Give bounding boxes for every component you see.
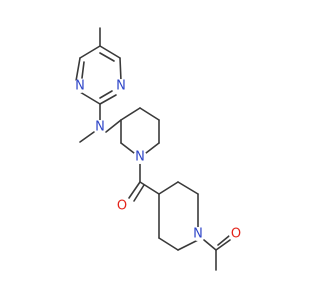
bond-c4-c5-inner: [99, 52, 115, 62]
bond-c4-c5: [99, 45, 121, 59]
carbonyl-o-label: O: [117, 199, 127, 214]
bond-carbonyl-o: [128, 181, 141, 199]
bond-pa-c3-c4: [120, 107, 141, 121]
bond-pb-n1-c6: [177, 239, 199, 251]
bond-pa-c4-c5: [139, 107, 160, 121]
piperidine-b-n-label: N: [193, 227, 203, 242]
bond-pb-c6-c5: [158, 237, 179, 251]
bond-layer: [75, 27, 231, 271]
bond-c5-c6: [79, 45, 101, 59]
piperidine-a-n-atom: N: [133, 150, 147, 165]
pyrimidine-n3-label: N: [116, 79, 126, 94]
bond-n3-c4: [119, 57, 122, 82]
pyrimidine-n1-atom: N: [73, 79, 87, 94]
bond-pa-n1-c2: [120, 142, 135, 154]
bond-pb-n1-acetyl: [203, 239, 217, 251]
bond-pb-c3-c2: [177, 181, 199, 195]
pyrimidine-n3-atom: N: [114, 79, 128, 94]
bond-c2-n3: [99, 94, 117, 105]
atom-label-layer: N N N N O N O: [73, 79, 243, 242]
amine-n-atom: N: [93, 120, 107, 135]
bond-amine-n-c3: [105, 119, 122, 133]
molecule-structure-diagram: N N N N O N O: [73, 27, 243, 271]
bond-pb-c4-c3: [158, 181, 179, 195]
bond-pa-c6-n1: [145, 142, 160, 154]
bond-carbonyl-o-second: [133, 184, 145, 202]
acetyl-o-label: O: [231, 227, 241, 242]
carbonyl-o-atom: O: [115, 199, 129, 214]
bond-c6-n1: [75, 57, 81, 82]
piperidine-b-n-atom: N: [191, 227, 205, 242]
bond-c2-n3-inner: [99, 90, 113, 99]
bond-carbonyl-pb-c4: [139, 181, 160, 195]
acetyl-o-atom: O: [229, 227, 243, 242]
bond-acetyl-o: [215, 239, 231, 251]
bond-c6-n1-inner: [81, 61, 85, 79]
bond-acetyl-o-second: [217, 235, 230, 246]
piperidine-a-n-label: N: [135, 150, 145, 165]
bond-amine-n-methyl: [79, 131, 95, 143]
pyrimidine-n1-label: N: [75, 79, 85, 94]
amine-n-label: N: [95, 120, 105, 135]
bond-n1-c2: [79, 91, 101, 105]
